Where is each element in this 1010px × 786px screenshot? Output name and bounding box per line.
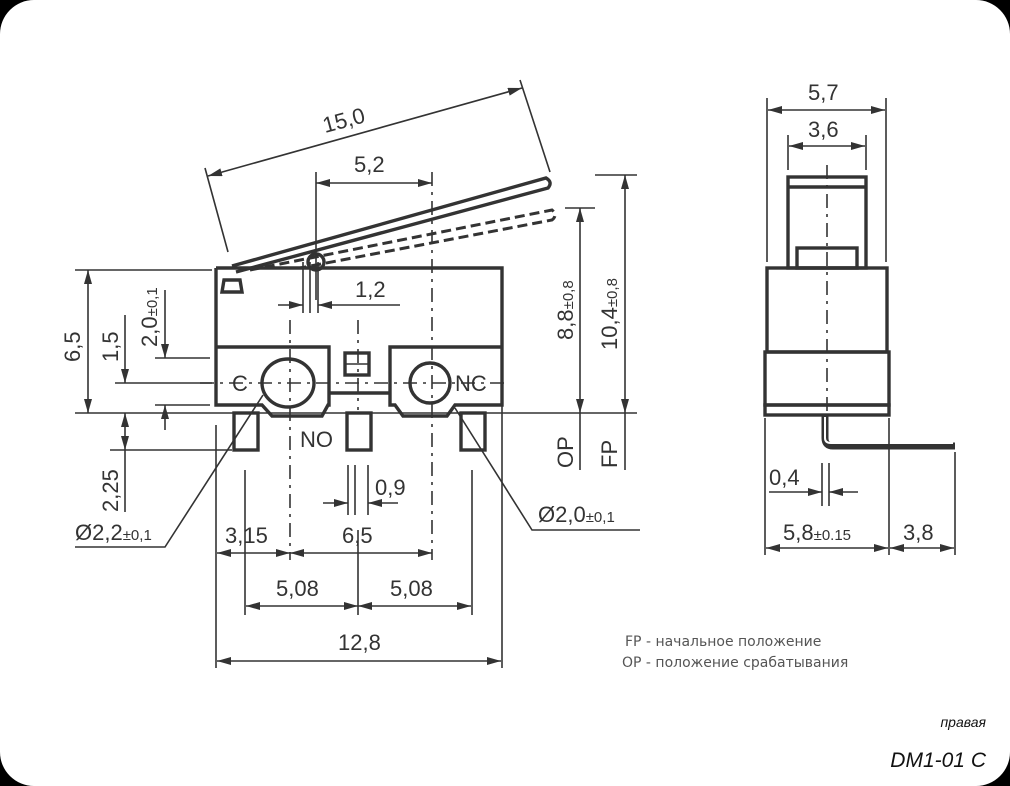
model-label: DM1-01 C: [890, 749, 987, 772]
dim-5-2: 5,2: [354, 152, 385, 177]
dim-0-4: 0,4: [769, 465, 800, 490]
dim-3-15: 3,15: [225, 523, 268, 548]
label-op: OP: [553, 436, 578, 468]
lever: [231, 176, 552, 274]
hole-right-tol: ±0,1: [586, 509, 615, 526]
dim-6-5-width: 6,5: [342, 523, 373, 548]
terminal-nc: NC: [455, 371, 487, 396]
dim-12-8: 12,8: [338, 630, 381, 655]
label-fp: FP: [597, 440, 622, 468]
dim-fp: 10,4: [597, 307, 622, 350]
pin-no: [345, 411, 373, 452]
hole-right-dia: Ø2,0: [538, 502, 586, 527]
variant-label: правая: [940, 714, 986, 730]
hole-left-tol: ±0,1: [123, 527, 152, 544]
dim-3-6: 3,6: [808, 117, 839, 142]
svg-text:2,0±0,1: 2,0±0,1: [137, 287, 162, 347]
dim-0-9: 0,9: [375, 475, 406, 500]
dim-5-8: 5,8: [783, 520, 814, 545]
dim-5-7: 5,7: [808, 80, 839, 105]
dim-op-tol: ±0,8: [560, 280, 577, 309]
front-view: 15,0 5,2 1,2 6,5 1,5 2,0±0,1 2,25: [60, 79, 640, 668]
svg-text:Ø2,0±0,1: Ø2,0±0,1: [538, 502, 615, 527]
dim-1-2: 1,2: [355, 277, 386, 302]
svg-text:Ø2,2±0,1: Ø2,2±0,1: [75, 520, 152, 545]
terminal-no: NO: [300, 427, 333, 452]
side-view: 5,7 3,6 0,4 5,8±0.15 3,8: [763, 80, 956, 555]
svg-text:5,8±0.15: 5,8±0.15: [783, 520, 851, 545]
switch-body: [214, 266, 504, 418]
pin-nc: [459, 411, 487, 452]
dim-fp-tol: ±0,8: [604, 278, 621, 307]
actuator-mark: [219, 278, 245, 294]
terminal-c: C: [232, 371, 248, 396]
dim-2-0-tol: ±0,1: [144, 287, 161, 316]
dim-op: 8,8: [553, 309, 578, 340]
legend-fp: FP - начальное положение: [625, 634, 821, 650]
dim-5-8-tol: ±0.15: [814, 527, 851, 544]
dim-6-5-height: 6,5: [60, 331, 85, 362]
dim-5-08-right: 5,08: [390, 576, 433, 601]
dim-1-5: 1,5: [98, 331, 123, 362]
dim-2-0: 2,0: [137, 316, 162, 347]
dim-5-08-left: 5,08: [276, 576, 319, 601]
dim-2-25: 2,25: [98, 469, 123, 512]
lever-pressed: [249, 208, 557, 272]
svg-text:10,4±0,8: 10,4±0,8: [597, 278, 622, 350]
svg-text:8,8±0,8: 8,8±0,8: [553, 280, 578, 340]
hole-left-dia: Ø2,2: [75, 520, 123, 545]
legend-op: OP - положение срабатывания: [622, 655, 848, 671]
dim-3-8: 3,8: [903, 520, 934, 545]
pin-c: [232, 411, 260, 452]
